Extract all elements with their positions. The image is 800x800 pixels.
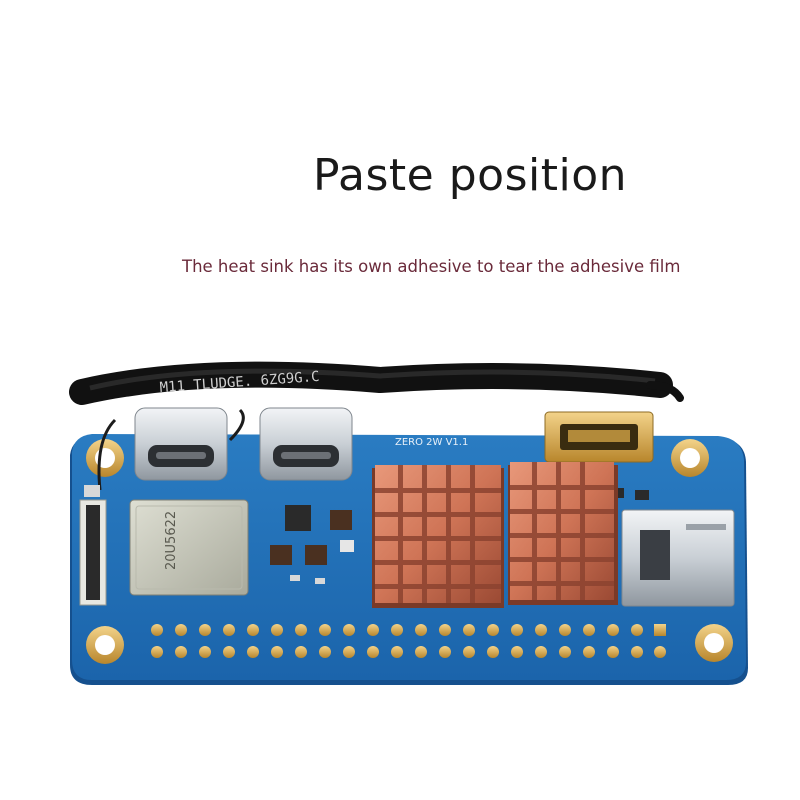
page-subtitle: The heat sink has its own adhesive to te…	[182, 257, 681, 276]
wifi-module: 20U5622	[129, 499, 249, 596]
page-title: Paste position	[312, 150, 628, 201]
camera-connector	[79, 499, 107, 606]
antenna-cable: M11 TLUDGE. 6ZG9G.C	[69, 361, 684, 497]
module-code: 20U5622	[164, 511, 179, 570]
sd-card-slot	[621, 509, 735, 607]
gpio-pads	[151, 624, 666, 658]
hdmi-port	[544, 411, 654, 463]
heatsink-soc	[372, 465, 504, 608]
usb-c-ports	[134, 407, 353, 481]
heatsink-memory	[508, 462, 618, 605]
board-name: ZERO 2W V1.1	[395, 437, 468, 448]
